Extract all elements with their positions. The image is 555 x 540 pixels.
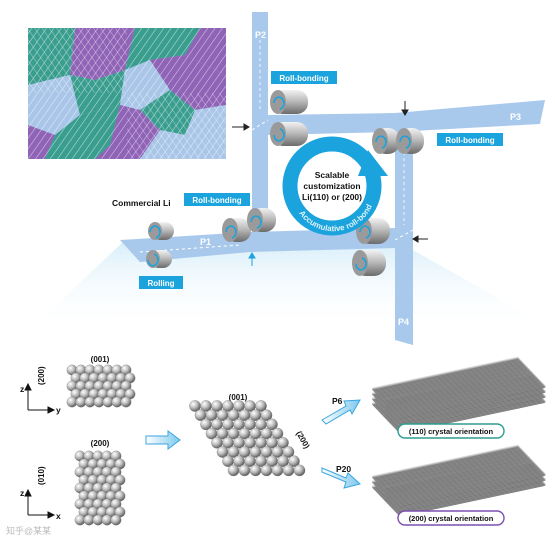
atom-sphere	[83, 514, 95, 526]
label-face-001: (001)	[91, 355, 110, 364]
label-commercial-li: Commercial Li	[112, 198, 171, 208]
atom-sphere	[66, 396, 78, 408]
atom-sphere	[110, 514, 122, 526]
axes-bottom	[24, 488, 56, 519]
atom-sphere	[282, 446, 295, 458]
feed-arrows	[232, 101, 428, 266]
label-side-010: (010)	[37, 466, 46, 485]
label-roll-bonding-p2: Roll-bonding	[271, 71, 337, 84]
arrow-p20	[321, 467, 362, 489]
watermark: 知乎@某某	[6, 525, 51, 536]
atom-sphere	[277, 437, 289, 449]
plane-p2	[252, 12, 268, 250]
roller-p2-a	[270, 90, 308, 114]
roller-rolling-top	[148, 222, 174, 240]
roller-p1-a	[222, 218, 251, 242]
atom-sphere	[260, 409, 273, 421]
rod-stack-110	[371, 356, 546, 434]
rolling-planes	[120, 12, 545, 345]
rotation-arrows	[147, 96, 411, 271]
grain-microstructure	[28, 28, 226, 159]
atom-sphere	[111, 396, 123, 408]
axis-top-z: z	[20, 384, 24, 394]
atom-sphere	[271, 427, 284, 440]
axis-bottom-z: z	[20, 488, 24, 498]
roller-p2-b	[270, 122, 308, 146]
roller-p4-b	[352, 250, 386, 276]
label-face-001-b: (001)	[229, 393, 248, 402]
atom-sphere	[238, 464, 251, 477]
atom-sphere	[84, 396, 96, 408]
atom-sphere	[102, 396, 114, 408]
svg-text:Roll-bonding: Roll-bonding	[279, 74, 328, 83]
atom-sphere	[74, 514, 86, 526]
atom-sphere	[92, 514, 104, 526]
svg-text:Rolling: Rolling	[147, 279, 174, 288]
atom-sphere	[282, 464, 295, 477]
plane-p4	[395, 113, 413, 345]
label-face-200-b: (200)	[294, 430, 311, 451]
axis-top-y: y	[56, 405, 61, 415]
label-rolling: Rolling	[139, 276, 183, 289]
center-line-3: Li(110) or (200)	[302, 192, 362, 202]
label-p20: P20	[336, 464, 351, 474]
label-side-200: (200)	[37, 366, 46, 385]
crystal-rod	[371, 356, 519, 391]
crystal-rod	[371, 444, 519, 479]
label-p6: P6	[332, 396, 343, 406]
center-line-2: customization	[303, 181, 360, 191]
label-roll-bonding-p1: Roll-bonding	[184, 193, 250, 206]
atom-sphere	[260, 464, 273, 477]
projection-beam	[30, 240, 555, 330]
center-line-1: Scalable	[315, 170, 350, 180]
plane-label-p3: P3	[510, 112, 521, 122]
svg-text:(200) crystal orientation: (200) crystal orientation	[409, 514, 494, 523]
atom-sphere	[93, 396, 105, 408]
atom-sphere	[249, 464, 262, 477]
lattice-001-block	[66, 364, 136, 408]
rod-stack-200	[371, 444, 546, 517]
plane-label-p2: P2	[255, 30, 266, 40]
label-roll-bonding-p3: Roll-bonding	[437, 133, 503, 146]
svg-text:(110) crystal orientation: (110) crystal orientation	[409, 427, 494, 436]
pill-110-orientation: (110) crystal orientation	[397, 423, 505, 439]
atom-sphere	[75, 396, 87, 408]
pill-200-orientation: (200) crystal orientation	[397, 510, 505, 526]
atom-sphere	[271, 464, 284, 477]
svg-text:Roll-bonding: Roll-bonding	[445, 136, 494, 145]
axes-top	[24, 382, 56, 414]
label-face-200: (200)	[91, 439, 110, 448]
plane-label-p1: P1	[200, 237, 211, 247]
atom-sphere	[255, 400, 267, 412]
atom-sphere	[266, 418, 278, 431]
lattice-200-block	[74, 450, 126, 526]
plane-p1	[120, 228, 395, 262]
svg-text:Roll-bonding: Roll-bonding	[192, 196, 241, 205]
lattice-rhombus	[189, 400, 306, 477]
arrow-p6	[321, 399, 361, 425]
axis-bottom-x: x	[56, 511, 61, 521]
atom-sphere	[120, 396, 132, 408]
atom-sphere	[293, 464, 306, 477]
plane-label-p4: P4	[398, 317, 409, 327]
atom-sphere	[227, 464, 240, 477]
atom-sphere	[288, 455, 300, 467]
atom-sphere	[101, 514, 113, 526]
arrow-to-rhombus	[145, 430, 181, 450]
roller-p1-b	[247, 208, 276, 232]
